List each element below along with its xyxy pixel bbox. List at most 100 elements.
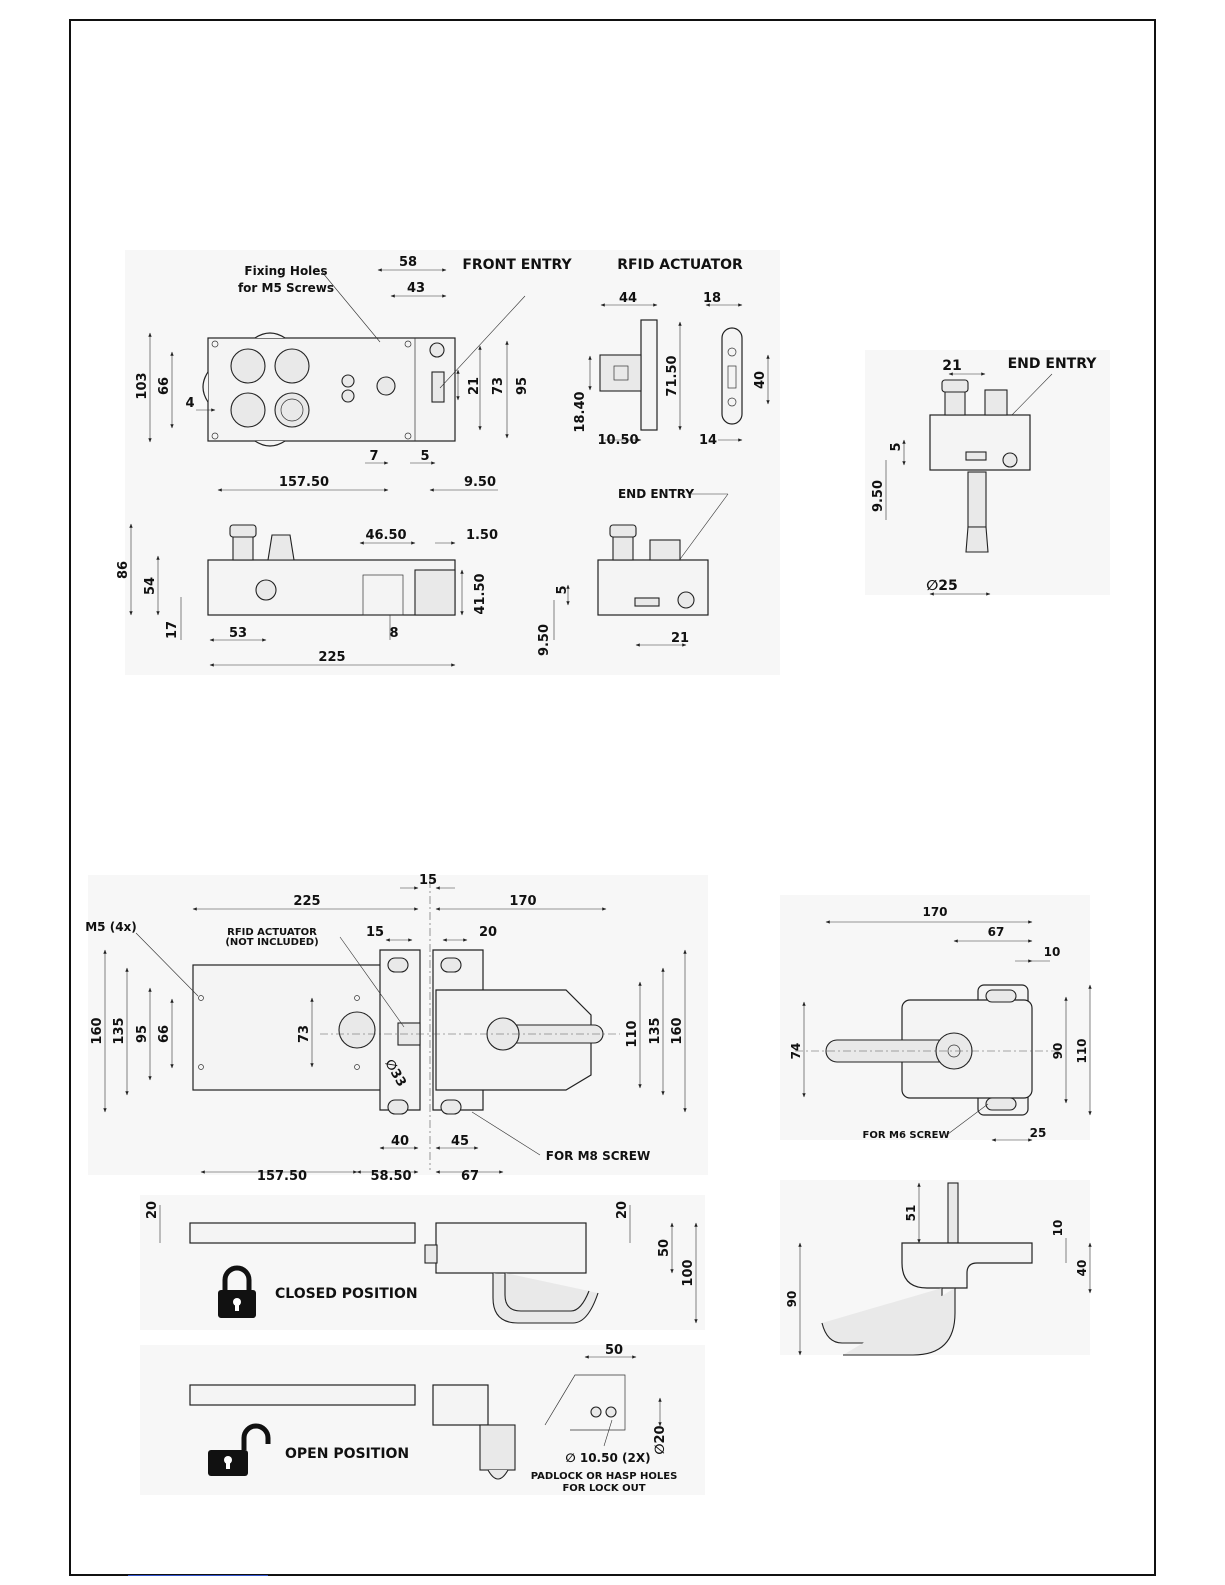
dim-14: 14 xyxy=(699,433,717,448)
open-position-label: OPEN POSITION xyxy=(285,1446,409,1462)
dim-c20-left: 20 xyxy=(145,1201,160,1219)
actuator-side-view: 51 10 40 90 xyxy=(780,1180,1092,1356)
dim-58: 58 xyxy=(399,255,417,270)
dim-4: 4 xyxy=(185,396,194,411)
dim-side-9-50: 9.50 xyxy=(871,480,886,512)
padlock-closed-icon xyxy=(218,1265,256,1318)
dim-s90: 90 xyxy=(785,1291,799,1308)
dim-c20-right: 20 xyxy=(615,1201,630,1219)
padlock-diameter: ∅ 10.50 (2X) xyxy=(565,1451,650,1465)
end-entry-view: END ENTRY 5 9.50 21 xyxy=(537,487,729,656)
dim-103: 103 xyxy=(135,372,150,399)
closed-position-label: CLOSED POSITION xyxy=(275,1286,418,1302)
dim-b95: 95 xyxy=(135,1025,150,1043)
dim-b135-left: 135 xyxy=(112,1017,127,1044)
bottom-plan-view: M5 (4x) RFID ACTUATOR (NOT INCLUDED) FOR… xyxy=(85,873,708,1184)
dim-46-50: 46.50 xyxy=(365,528,406,543)
dim-b110-right: 110 xyxy=(625,1020,640,1047)
dim-c50: 50 xyxy=(657,1239,672,1257)
dim-ee-21: 21 xyxy=(671,631,689,646)
dim-95: 95 xyxy=(515,377,530,395)
dim-71-50: 71.50 xyxy=(665,355,680,396)
actuator-plan-view: 170 67 10 74 90 110 25 FOR M6 SCREW xyxy=(780,895,1092,1142)
dim-b67: 67 xyxy=(461,1169,479,1184)
m5-note: M5 (4x) xyxy=(85,920,137,934)
dim-r25: 25 xyxy=(1030,1126,1047,1140)
dim-side-d25: ∅25 xyxy=(926,578,957,594)
dim-b225: 225 xyxy=(293,894,320,909)
fixing-holes-note-line2: for M5 Screws xyxy=(238,281,334,295)
rfid-actuator-views: RFID ACTUATOR 44 71.50 18.40 10.50 18 40… xyxy=(573,257,770,448)
m8-note: FOR M8 SCREW xyxy=(546,1149,650,1163)
rfid-note-line2: (NOT INCLUDED) xyxy=(225,937,318,948)
end-entry-label-right: END ENTRY xyxy=(1008,356,1098,372)
sheet-border xyxy=(69,19,1156,1576)
dim-b135-right: 135 xyxy=(648,1017,663,1044)
dim-side-5: 5 xyxy=(889,442,904,451)
padlock-note-line1: PADLOCK OR HASP HOLES xyxy=(531,1471,678,1482)
dim-side-21: 21 xyxy=(942,358,961,374)
dim-b66: 66 xyxy=(157,1025,172,1043)
dim-66: 66 xyxy=(157,377,172,395)
dim-157-50: 157.50 xyxy=(279,475,329,490)
dim-r10: 10 xyxy=(1044,945,1061,959)
dim-b45: 45 xyxy=(451,1134,469,1149)
dim-225: 225 xyxy=(318,650,345,665)
dim-b58-50: 58.50 xyxy=(370,1169,411,1184)
dim-ee-9-50: 9.50 xyxy=(537,624,552,656)
dim-b15a: 15 xyxy=(419,873,437,888)
end-entry-right-view: END ENTRY 21 5 9.50 ∅25 xyxy=(865,350,1110,596)
dim-b15b: 15 xyxy=(366,925,384,940)
m6-note: FOR M6 SCREW xyxy=(862,1130,949,1141)
dim-o20: ∅20 xyxy=(653,1425,668,1454)
dim-86: 86 xyxy=(116,561,131,579)
footer-link-underline[interactable] xyxy=(128,1575,268,1576)
dim-41-50: 41.50 xyxy=(473,573,488,614)
dim-73: 73 xyxy=(491,377,506,395)
dim-b170: 170 xyxy=(509,894,536,909)
top-front-elevation: 86 54 17 53 225 46.50 1.50 41.50 8 xyxy=(116,523,498,667)
dim-18-40: 18.40 xyxy=(573,391,588,432)
dim-b160-left: 160 xyxy=(90,1017,105,1044)
dim-s40: 40 xyxy=(1075,1260,1089,1277)
dim-b73: 73 xyxy=(297,1025,312,1043)
dim-8: 8 xyxy=(389,626,398,641)
dim-53: 53 xyxy=(229,626,247,641)
dim-9-50: 9.50 xyxy=(464,475,496,490)
dim-s51: 51 xyxy=(904,1205,918,1222)
dim-17: 17 xyxy=(165,621,180,639)
dim-s10: 10 xyxy=(1051,1220,1065,1237)
rfid-note-line1: RFID ACTUATOR xyxy=(227,927,317,938)
dim-r74: 74 xyxy=(789,1043,803,1060)
dim-21: 21 xyxy=(467,377,482,395)
dim-18: 18 xyxy=(703,291,721,306)
dim-b160-right: 160 xyxy=(670,1017,685,1044)
fixing-holes-note-line1: Fixing Holes xyxy=(244,264,327,278)
dim-b40: 40 xyxy=(391,1134,409,1149)
padlock-open-icon xyxy=(208,1423,271,1476)
rfid-actuator-label: RFID ACTUATOR xyxy=(617,257,743,273)
dim-r110: 110 xyxy=(1075,1038,1089,1063)
dim-b20a: 20 xyxy=(479,925,497,940)
front-entry-label: FRONT ENTRY xyxy=(462,257,572,273)
dim-ee-5: 5 xyxy=(555,585,570,594)
dim-7: 7 xyxy=(369,449,378,464)
dim-5: 5 xyxy=(420,449,429,464)
dim-o50: 50 xyxy=(605,1343,623,1358)
dim-40: 40 xyxy=(753,371,768,389)
padlock-note-line2: FOR LOCK OUT xyxy=(562,1483,645,1494)
open-position-view: 50 ∅20 ∅ 10.50 (2X) PADLOCK OR HASP HOLE… xyxy=(140,1343,705,1495)
dim-10-50: 10.50 xyxy=(597,433,638,448)
dim-r90: 90 xyxy=(1051,1043,1065,1060)
dim-r170: 170 xyxy=(922,905,947,919)
dim-44: 44 xyxy=(619,291,637,306)
dim-c100: 100 xyxy=(681,1259,696,1286)
end-entry-label-mid: END ENTRY xyxy=(618,487,694,501)
dim-43: 43 xyxy=(407,281,425,296)
dim-1-50: 1.50 xyxy=(466,528,498,543)
closed-position-view: 20 20 50 100 CLOSED POSITION xyxy=(140,1195,705,1330)
dim-54: 54 xyxy=(143,577,158,595)
dim-b157-50: 157.50 xyxy=(257,1169,307,1184)
dim-r67: 67 xyxy=(988,925,1005,939)
